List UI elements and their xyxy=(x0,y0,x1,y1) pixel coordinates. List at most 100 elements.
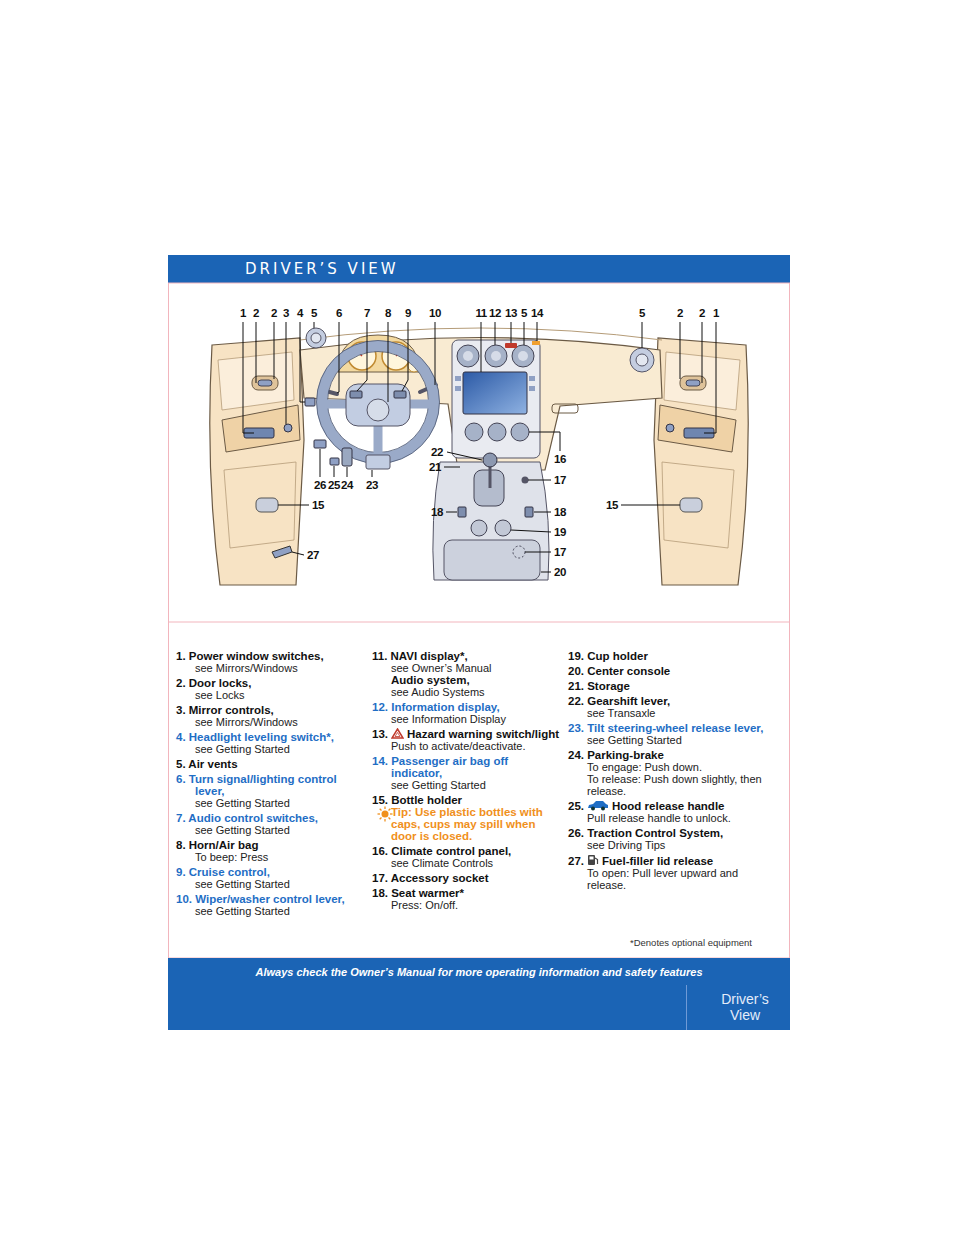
item-description: see Getting Started xyxy=(176,905,366,917)
item-heading-row: 25. Hood release handle xyxy=(568,800,773,812)
callout-number: 6 xyxy=(336,306,342,320)
list-item: 7. Audio control switches,see Getting St… xyxy=(176,812,366,836)
footer-note: Always check the Owner’s Manual for more… xyxy=(168,958,790,979)
list-item: 12. Information display,see Information … xyxy=(372,701,562,725)
list-item: 10. Wiper/washer control lever,see Getti… xyxy=(176,893,366,917)
item-number: 27. xyxy=(568,855,584,867)
item-description: see Getting Started xyxy=(176,878,366,890)
list-item: 8. Horn/Air bagTo beep: Press xyxy=(176,839,366,863)
tip-text: Tip: Use plastic bottles with caps, cups… xyxy=(391,806,562,842)
callout-number: 12 xyxy=(489,306,501,320)
list-column: 11. NAVI display*,see Owner’s ManualAudi… xyxy=(372,650,562,914)
item-heading: 2. Door locks, xyxy=(176,677,366,689)
callout-number: 23 xyxy=(366,478,378,492)
list-item: 6. Turn signal/lighting control lever,se… xyxy=(176,773,366,809)
list-item: 14. Passenger air bag off indicator,see … xyxy=(372,755,562,791)
item-heading: 18. Seat warmer* xyxy=(372,887,562,899)
sun-icon xyxy=(377,806,393,822)
callout-number: 16 xyxy=(554,452,566,466)
item-description: see Information Display xyxy=(372,713,562,725)
item-number: 13. xyxy=(372,728,388,740)
item-description: Push to activate/deactivate. xyxy=(372,740,562,752)
callout-number: 4 xyxy=(297,306,303,320)
item-number: 25. xyxy=(568,800,584,812)
item-description: To engage: Push down. xyxy=(568,761,773,773)
list-item: 23. Tilt steering-wheel release lever,se… xyxy=(568,722,773,746)
list-item: 21. Storage xyxy=(568,680,773,692)
callout-number: 5 xyxy=(311,306,317,320)
list-item: 18. Seat warmer*Press: On/off. xyxy=(372,887,562,911)
list-item: 13. Hazard warning switch/lightPush to ac… xyxy=(372,728,562,752)
callout-number: 25 xyxy=(328,478,340,492)
item-description: see Getting Started xyxy=(176,797,366,809)
item-heading: 6. Turn signal/lighting control lever, xyxy=(176,773,366,797)
list-item: 19. Cup holder xyxy=(568,650,773,662)
callout-number: 20 xyxy=(554,565,566,579)
hazard-icon xyxy=(391,728,404,739)
callout-number: 11 xyxy=(475,306,486,320)
callout-number: 2 xyxy=(271,306,277,320)
callout-number: 15 xyxy=(606,498,618,512)
callout-number: 2 xyxy=(677,306,683,320)
item-heading: 21. Storage xyxy=(568,680,773,692)
callout-number: 1 xyxy=(240,306,246,320)
item-heading: 9. Cruise control, xyxy=(176,866,366,878)
list-item: 15. Bottle holderTip: Use plastic bottle… xyxy=(372,794,562,842)
hood-icon xyxy=(587,800,609,811)
item-description: see Transaxle xyxy=(568,707,773,719)
callout-number: 22 xyxy=(431,445,443,459)
page-title: DRIVER’S VIEW xyxy=(245,261,399,278)
item-heading: 24. Parking-brake xyxy=(568,749,773,761)
item-heading: 26. Traction Control System, xyxy=(568,827,773,839)
list-item: 3. Mirror controls,see Mirrors/Windows xyxy=(176,704,366,728)
callout-number: 13 xyxy=(505,306,517,320)
list-column: 1. Power window switches,see Mirrors/Win… xyxy=(176,650,366,920)
item-heading: 22. Gearshift lever, xyxy=(568,695,773,707)
callout-number: 10 xyxy=(429,306,441,320)
item-description: see Driving Tips xyxy=(568,839,773,851)
tip-box: Tip: Use plastic bottles with caps, cups… xyxy=(372,806,562,842)
item-heading: Hood release handle xyxy=(612,800,724,812)
item-heading: 17. Accessory socket xyxy=(372,872,562,884)
list-item: 20. Center console xyxy=(568,665,773,677)
item-description: see Climate Controls xyxy=(372,857,562,869)
section-tab: Driver’s View xyxy=(686,985,790,1030)
callout-number: 17 xyxy=(554,473,566,487)
item-heading: Hazard warning switch/light xyxy=(407,728,559,740)
section-name: Driver’s View xyxy=(710,985,780,1023)
item-heading: 11. NAVI display*, xyxy=(372,650,562,662)
callout-number: 24 xyxy=(341,478,353,492)
leader-lines xyxy=(243,322,716,572)
callout-number: 9 xyxy=(405,306,411,320)
item-heading: 14. Passenger air bag off indicator, xyxy=(372,755,562,779)
callout-number: 3 xyxy=(283,306,289,320)
item-heading: 12. Information display, xyxy=(372,701,562,713)
item-description: see Mirrors/Windows xyxy=(176,716,366,728)
item-heading: 1. Power window switches, xyxy=(176,650,366,662)
item-heading: Fuel-filler lid release xyxy=(602,855,713,867)
callout-number: 1 xyxy=(713,306,719,320)
item-description: see Mirrors/Windows xyxy=(176,662,366,674)
fuel-icon xyxy=(587,854,599,866)
list-item: 11. NAVI display*,see Owner’s ManualAudi… xyxy=(372,650,562,698)
list-item: 22. Gearshift lever,see Transaxle xyxy=(568,695,773,719)
list-item: 9. Cruise control,see Getting Started xyxy=(176,866,366,890)
list-item: 2. Door locks,see Locks xyxy=(176,677,366,701)
callout-number: 26 xyxy=(314,478,326,492)
list-item: 27.Fuel-filler lid releaseTo open: Pull … xyxy=(568,854,773,891)
item-heading: 5. Air vents xyxy=(176,758,366,770)
callout-number: 18 xyxy=(431,505,443,519)
callout-number: 2 xyxy=(699,306,705,320)
callout-number: 21 xyxy=(429,460,441,474)
item-heading-row: 13. Hazard warning switch/light xyxy=(372,728,562,740)
callout-number: 15 xyxy=(312,498,324,512)
item-description: To beep: Press xyxy=(176,851,366,863)
item-heading: 23. Tilt steering-wheel release lever, xyxy=(568,722,773,734)
item-description: Pull release handle to unlock. xyxy=(568,812,773,824)
item-description: see Audio Systems xyxy=(372,686,562,698)
callout-number: 5 xyxy=(639,306,645,320)
item-description: To release: Push down slightly, then rel… xyxy=(568,773,773,797)
list-item: 5. Air vents xyxy=(176,758,366,770)
item-heading: 3. Mirror controls, xyxy=(176,704,366,716)
